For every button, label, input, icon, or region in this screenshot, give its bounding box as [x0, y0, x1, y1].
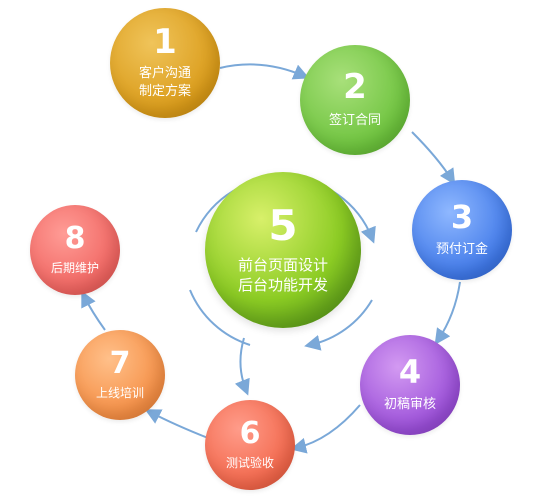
step-7-number: 7 — [109, 345, 131, 381]
step-5-label-line1: 前台页面设计 — [237, 255, 328, 274]
step-6-number: 6 — [239, 415, 261, 451]
arrow-5-to-6 — [234, 337, 250, 396]
step-5-label-line2: 后台功能开发 — [237, 276, 328, 294]
arrow-7-to-8 — [81, 290, 106, 331]
step-1-number: 1 — [153, 22, 177, 63]
step-3-node: 3 预付订金 — [412, 180, 512, 280]
step-2-node: 2 签订合同 — [300, 45, 410, 155]
step-4-node: 4 初稿审核 — [360, 335, 460, 435]
step-1-label-line1: 客户沟通 — [138, 66, 191, 82]
ring-arc-right — [304, 299, 373, 351]
step-2-label: 签订合同 — [328, 113, 381, 129]
step-5-number: 5 — [268, 200, 298, 250]
step-2-number: 2 — [343, 67, 367, 108]
step-3-label: 预付订金 — [435, 242, 488, 258]
step-8-node: 8 后期维护 — [30, 205, 120, 295]
step-5-node: 5 前台页面设计 后台功能开发 — [205, 172, 361, 328]
step-4-number: 4 — [398, 353, 422, 392]
step-8-number: 8 — [64, 220, 86, 256]
ring-arc-left — [189, 289, 251, 346]
arrow-4-to-6 — [290, 404, 361, 454]
arrow-3-to-4 — [434, 281, 461, 345]
step-1-label-line2: 制定方案 — [138, 84, 191, 99]
step-1-node: 1 客户沟通 制定方案 — [110, 8, 220, 118]
arrow-6-to-7 — [144, 409, 209, 439]
arrow-2-to-3 — [411, 131, 456, 186]
step-8-label: 后期维护 — [50, 260, 99, 275]
step-7-node: 7 上线培训 — [75, 330, 165, 420]
step-6-label: 测试验收 — [225, 455, 274, 470]
step-3-number: 3 — [450, 198, 474, 237]
step-4-label: 初稿审核 — [383, 397, 436, 413]
step-6-node: 6 测试验收 — [205, 400, 295, 490]
arrow-1-to-2 — [219, 63, 310, 80]
step-7-label: 上线培训 — [95, 385, 144, 400]
